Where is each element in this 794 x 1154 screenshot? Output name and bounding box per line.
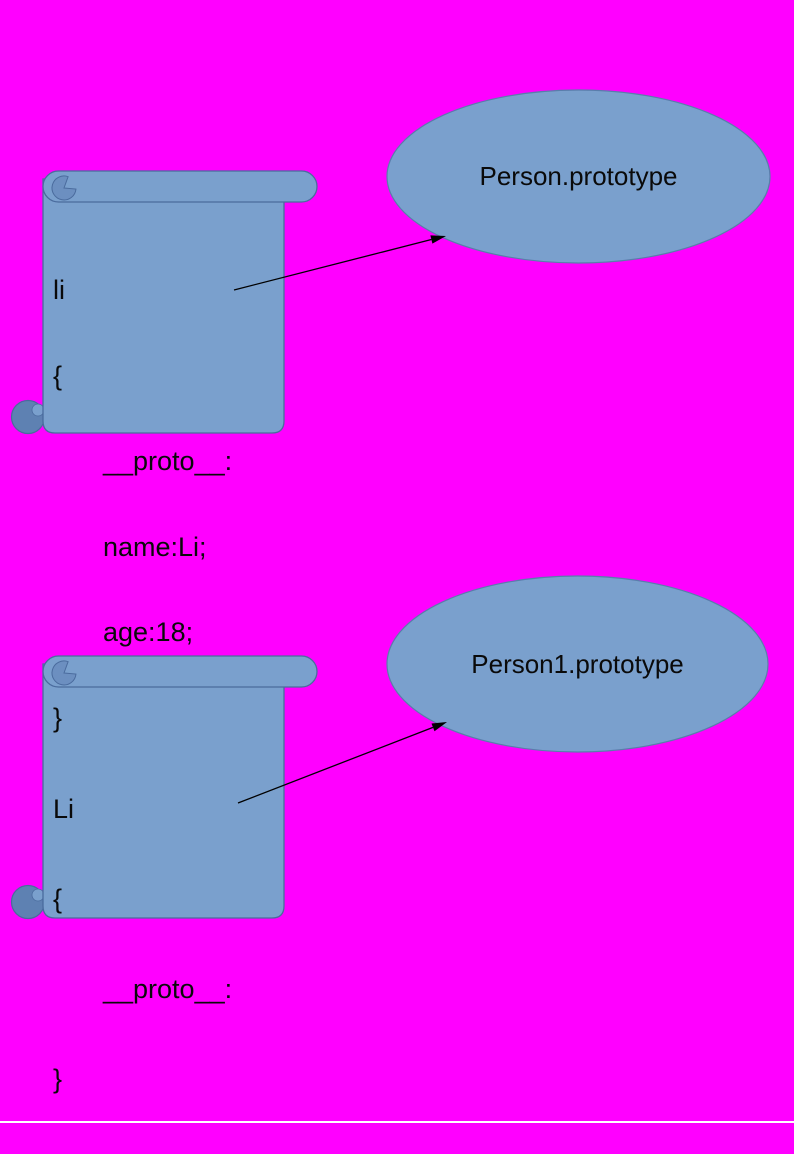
diagram-svg: [10, 89, 771, 920]
page-bottom-edge: [0, 1121, 794, 1123]
slide-page: { "colors": { "background": "#FF00FF", "…: [0, 89, 794, 1123]
diagram-canvas: Person.prototype Person1.prototype li { …: [0, 89, 794, 1123]
scroll-shape-Li-object: [10, 655, 318, 920]
ellipse-person1-prototype: [386, 575, 769, 753]
arrow-li-proto-to-person-prototype: [233, 235, 446, 291]
scroll-shape-li-object: [10, 170, 318, 435]
ellipse-person-prototype: [386, 89, 771, 264]
arrow-Li-proto-to-person1-prototype: [237, 722, 447, 804]
